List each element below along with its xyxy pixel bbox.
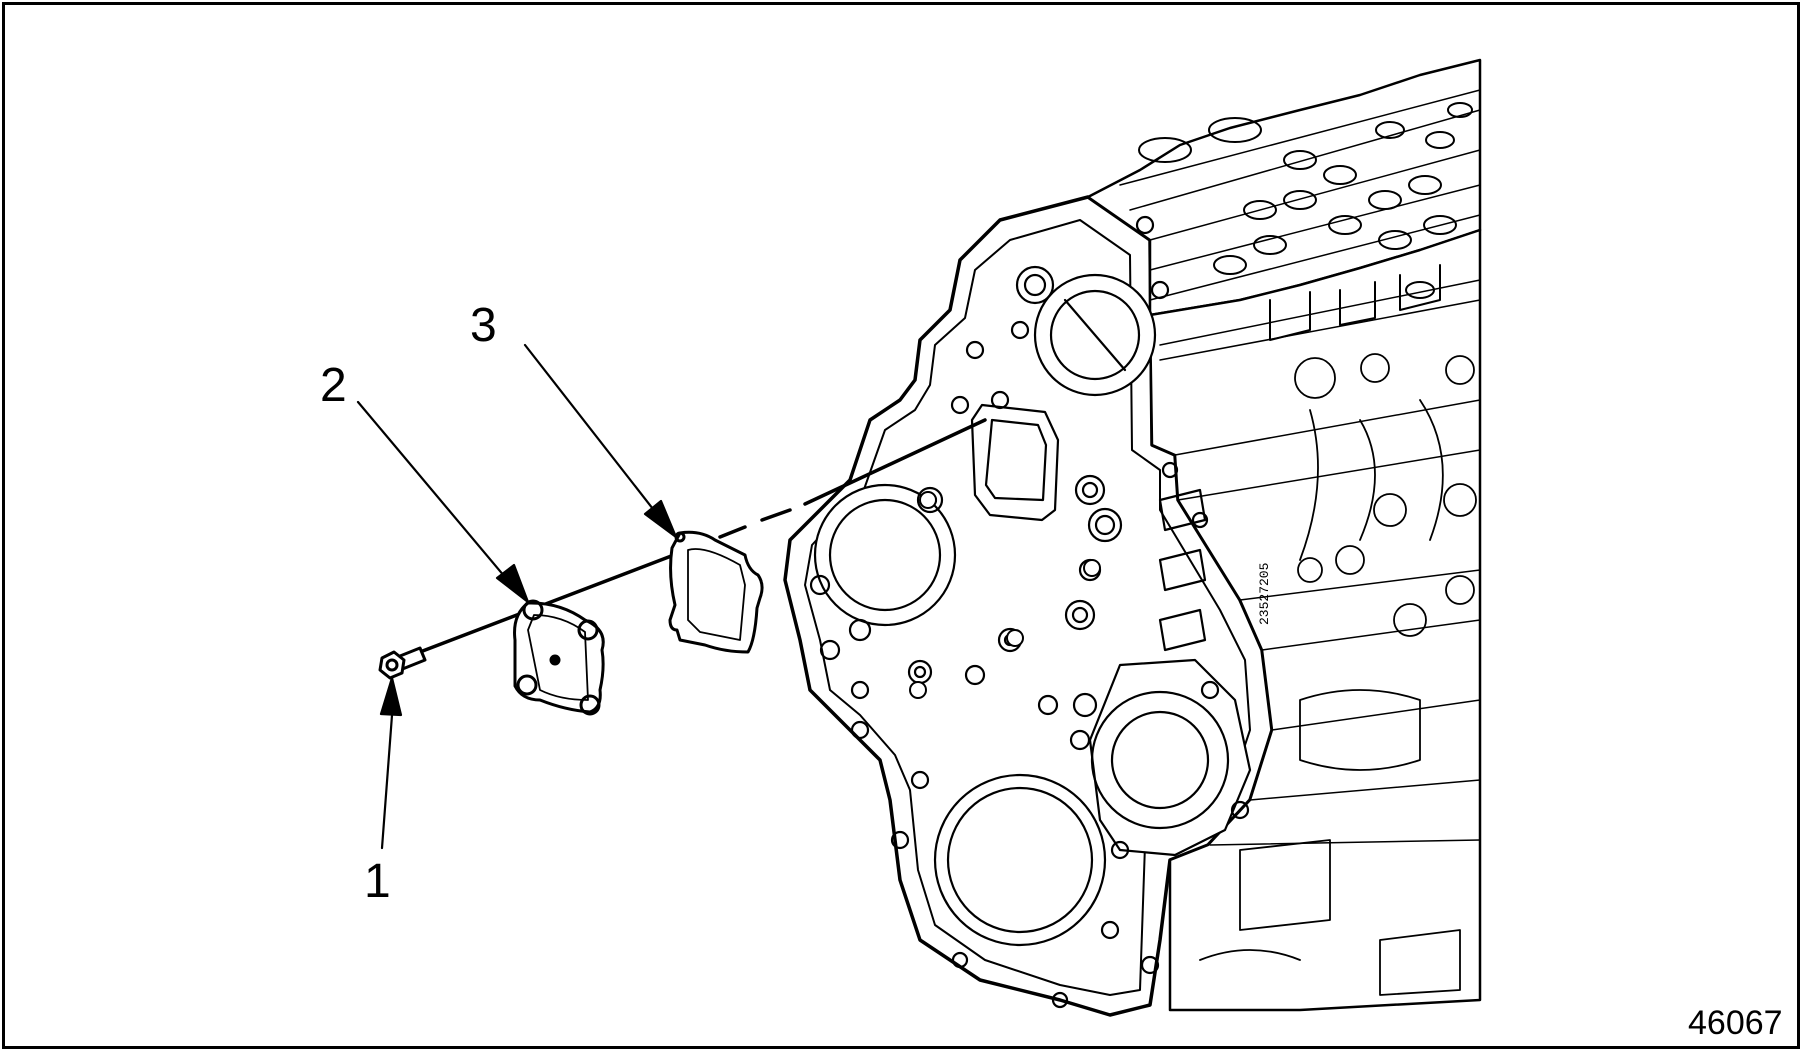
leader-lines (356, 343, 678, 850)
install-axis-dash-2 (760, 508, 792, 522)
head-bosses (1138, 102, 1473, 341)
callout-label-3: 3 (470, 299, 497, 352)
install-axis-line-2 (803, 418, 987, 506)
figure-number: 46067 (1688, 1004, 1783, 1042)
engine-block: 23527205 (783, 58, 1482, 1017)
block-stamp: 23527205 (1257, 563, 1272, 625)
front-plate-inner (804, 219, 1251, 996)
installed-bolts (909, 491, 1101, 699)
cover-plate-part (513, 599, 605, 716)
install-axis-dash-1 (718, 525, 747, 539)
install-axis-line (418, 543, 702, 654)
callout-label-1: 1 (364, 855, 391, 908)
bolt-part (378, 646, 427, 680)
front-plate-holes (809, 215, 1252, 1009)
gasket-part (668, 530, 764, 654)
block-side-details (1199, 353, 1477, 996)
callout-label-2: 2 (320, 359, 347, 412)
